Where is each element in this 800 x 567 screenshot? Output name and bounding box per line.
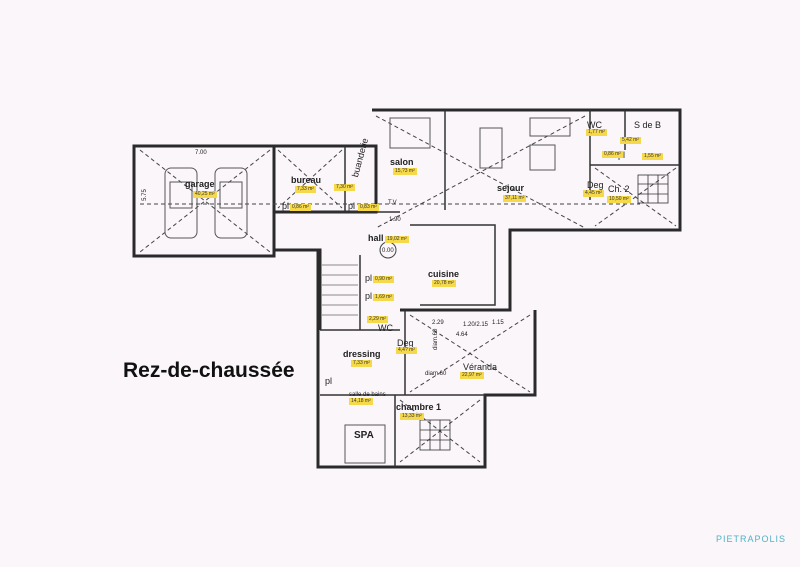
ch1-tiles xyxy=(419,419,451,451)
spa-label: SPA xyxy=(354,430,374,441)
veranda-label: Véranda xyxy=(463,362,498,372)
cuisine-area: 20,78 m² xyxy=(432,280,456,287)
pl-bureau-area: 0,86 m² xyxy=(290,204,311,211)
deg-bottom-label: Deg xyxy=(397,338,414,348)
hall-width: 1.90 xyxy=(389,217,401,223)
veranda-dim-3: 1.15 xyxy=(492,320,504,326)
spa-tub xyxy=(344,424,386,464)
veranda-dim-1: 2.29 xyxy=(432,320,444,326)
sdb-bottom-label: salle de bains xyxy=(349,392,386,398)
pl-b-label: pl xyxy=(365,291,373,301)
bureau-area: 7,33 m² xyxy=(295,186,316,193)
chambre1-label: chambre 1 xyxy=(396,402,442,412)
bureau-label: bureau xyxy=(291,175,322,185)
garage-width: 7.00 xyxy=(195,150,207,156)
ch2-tiles xyxy=(637,174,669,204)
car-right xyxy=(214,167,248,239)
tv-label: T.V xyxy=(388,200,397,206)
deg-top-label: Deg xyxy=(587,180,604,190)
sdb-bottom-area: 14,18 m² xyxy=(349,398,373,405)
buanderie-area: 7,30 m² xyxy=(334,184,355,191)
brand-logo: PIETRAPOLIS xyxy=(716,534,787,544)
veranda-area: 22,97 m² xyxy=(460,372,484,379)
hall-area: 19,02 m² xyxy=(385,236,409,243)
chambre1-area: 13,33 m² xyxy=(400,413,424,420)
dressing-area: 7,33 m² xyxy=(351,360,372,367)
hall-diam: 0.00 xyxy=(382,248,394,254)
pl-bureau-label: pl xyxy=(282,201,290,211)
pl-a-label: pl xyxy=(365,273,373,283)
dining-table xyxy=(479,127,503,169)
wc-top-area: 1,77 m² xyxy=(586,129,607,136)
ch2-area: 10,50 m² xyxy=(607,196,631,203)
veranda-dim-2: 1.20/2.15 xyxy=(463,322,489,328)
ch2-label: Ch. 2 xyxy=(608,184,630,194)
wc-top-label: WC xyxy=(587,120,602,130)
garage-area: 40,25 m² xyxy=(193,191,217,198)
stair-outline xyxy=(274,248,322,330)
pl-top1-area: 0,86 m² xyxy=(602,151,623,158)
sdb-area: 5,42 m² xyxy=(620,137,641,144)
pl-b-area: 1,69 m² xyxy=(373,294,394,301)
pl-buand-label: pl xyxy=(348,201,356,211)
sejour-label: sejour xyxy=(497,183,525,193)
main-outline xyxy=(372,108,682,312)
salon-area: 15,?3 m² xyxy=(393,168,417,175)
salon-label: salon xyxy=(390,157,414,167)
wc-bottom-area: 2,29 m² xyxy=(367,316,388,323)
car-left xyxy=(164,167,198,239)
garage-depth: 5.75 xyxy=(141,189,148,201)
sdb-label: S de B xyxy=(634,120,662,130)
wc-bottom-label: WC xyxy=(378,323,393,333)
veranda-diam-b: diam.60 xyxy=(425,371,447,377)
page-title: Rez-de-chaussée xyxy=(123,359,295,382)
dressing-label: dressing xyxy=(343,349,381,359)
cuisine-label: cuisine xyxy=(428,269,460,279)
pl-buand-area: 0,83 m² xyxy=(358,204,379,211)
pl-dressing-label: pl xyxy=(325,376,333,386)
garage-label: garage xyxy=(185,179,215,189)
garage-outline xyxy=(132,144,276,258)
deg-top-area: 4,45 m² xyxy=(583,190,604,197)
deg-bottom-area: 4,4? m² xyxy=(396,347,417,354)
pl-top2-area: 1,55 m² xyxy=(642,153,663,160)
sofa xyxy=(529,117,571,137)
sejour-area: 37,11 m² xyxy=(503,195,527,202)
veranda-diam-a: diam.60 xyxy=(433,328,439,350)
veranda-dim-4: 4.64 xyxy=(456,332,468,338)
hall-label: hall xyxy=(368,233,384,243)
pl-a-area: 0,90 m² xyxy=(373,276,394,283)
